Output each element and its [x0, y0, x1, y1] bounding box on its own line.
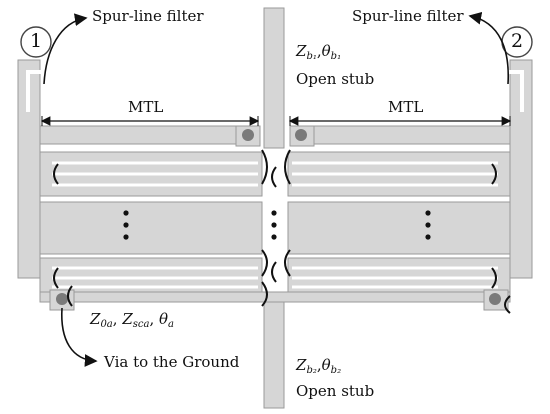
mtl-label-right: MTL [388, 98, 424, 116]
middle-block-right [287, 201, 511, 255]
row2-gaps [52, 266, 498, 289]
mtl-top-right-strip [289, 125, 511, 145]
open-stub-bottom-label: Open stub [296, 382, 375, 400]
port1-label: 1 [30, 30, 43, 52]
bottom-strip [39, 291, 511, 303]
open-stub-top-label: Open stub [296, 70, 375, 88]
open-stub-top [263, 7, 285, 149]
spur-slot-right [505, 70, 524, 112]
via-top-right [295, 129, 307, 141]
via-top-left [242, 129, 254, 141]
middle-block-left [39, 201, 263, 255]
break-marks [53, 149, 511, 314]
mtl-label-left: MTL [128, 98, 164, 116]
stub-top-params: Zb₁,θb₁ [296, 42, 342, 62]
open-stub-bottom [263, 291, 285, 409]
coupled-row2-left [39, 257, 263, 295]
spur-slot-left [26, 70, 45, 112]
via-ground-pointer [61, 307, 98, 367]
port2-label: 2 [511, 30, 524, 52]
mtl-top-left-strip [39, 125, 261, 145]
ellipsis-dots [123, 210, 431, 240]
stub-bottom-params: Zb₂,θb₂ [296, 356, 342, 376]
via-ground-label: Via to the Ground [104, 353, 240, 371]
via-bottom-right [489, 293, 501, 305]
via-bottom-left [56, 293, 68, 305]
port1-circle [20, 26, 52, 58]
spur-line-label-left: Spur-line filter [92, 7, 204, 25]
spur-right-pointer [468, 11, 510, 85]
spur-left-pointer [43, 13, 88, 85]
spur-line-label-right: Spur-line filter [352, 7, 464, 25]
coupled-row2-right [287, 257, 511, 295]
line-params: Z0a, Zsca, θa [90, 310, 174, 330]
row1-gaps [52, 161, 498, 187]
